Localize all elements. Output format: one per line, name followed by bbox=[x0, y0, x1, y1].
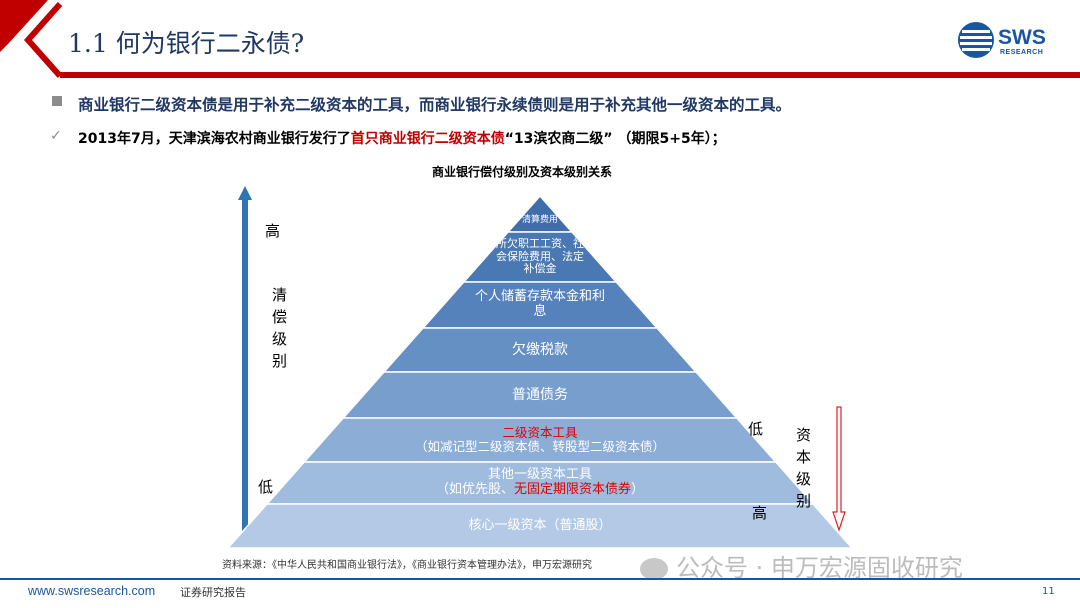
page-title: 1.1 何为银行二永债? bbox=[68, 29, 305, 58]
tier-highlight: 无固定期限资本债券 bbox=[513, 481, 631, 497]
left-axis-high: 高 bbox=[265, 222, 281, 240]
source-note: 资料来源：《中华人民共和国商业银行法》，《商业银行资本管理办法》，申万宏源研究 bbox=[222, 560, 592, 571]
page-number: 11 bbox=[1042, 586, 1055, 597]
bullet-2-post: “13滨农商二级” （期限5+5年）； bbox=[504, 131, 726, 147]
pyramid-tier-1-label: 清算费用 bbox=[510, 215, 570, 225]
right-axis-label-char: 级 bbox=[796, 470, 812, 488]
checkmark-icon: ✓ bbox=[50, 128, 62, 144]
left-axis-low: 低 bbox=[258, 478, 274, 496]
bullet-2: 2013年7月，天津滨海农村商业银行发行了首只商业银行二级资本债“13滨农商二级… bbox=[78, 128, 726, 148]
tier-line: 其他一级资本工具 bbox=[487, 467, 592, 483]
tier-line: 二级资本工具 bbox=[502, 424, 578, 440]
left-axis-label-char: 别 bbox=[272, 352, 288, 370]
header-band bbox=[0, 0, 1080, 78]
right-axis-label-char: 别 bbox=[796, 492, 812, 510]
right-axis-high: 高 bbox=[752, 504, 768, 522]
tier-line: 普通债务 bbox=[511, 386, 568, 403]
bullet-2-pre: 2013年7月，天津滨海农村商业银行发行了 bbox=[78, 131, 351, 147]
left-axis-label-char: 偿 bbox=[272, 308, 288, 326]
tier-line: 欠缴税款 bbox=[512, 341, 568, 358]
tier-line: 会保险费用、法定 bbox=[495, 249, 584, 263]
pyramid-tier-5-label: 普通债务 bbox=[353, 387, 727, 403]
tier-line: 补偿金 bbox=[523, 262, 557, 276]
tier-line: 个人储蓄存款本金和利 bbox=[474, 289, 605, 305]
diagram-title: 商业银行偿付级别及资本级别关系 bbox=[432, 165, 613, 179]
pyramid-tier-8-label: 核心一级资本（普通股） bbox=[238, 517, 842, 534]
left-axis-label-char: 清 bbox=[272, 286, 288, 304]
pyramid-tier-3-label: 个人储蓄存款本金和利息 bbox=[433, 289, 647, 320]
footer-divider bbox=[0, 578, 1080, 580]
tier-line: 息 bbox=[533, 303, 547, 319]
right-axis-label-char: 本 bbox=[796, 448, 812, 466]
logo-text: SWS bbox=[998, 26, 1046, 49]
right-axis-low: 低 bbox=[748, 420, 764, 438]
tier-line: 所欠职工工资、社 bbox=[495, 237, 584, 251]
footer-url-link[interactable]: www.swsresearch.com bbox=[28, 584, 156, 598]
right-axis-label: 资本级别 bbox=[796, 424, 814, 512]
right-axis-label-char: 资 bbox=[796, 426, 812, 444]
logo-subtext: RESEARCH bbox=[1000, 49, 1044, 56]
watermark-text: 公众号 · 申万宏源固收研究 bbox=[676, 554, 963, 582]
left-axis-arrow-icon bbox=[238, 186, 252, 540]
square-bullet-icon bbox=[52, 96, 62, 106]
wechat-icon bbox=[640, 558, 668, 580]
bullet-1: 商业银行二级资本债是用于补充二级资本的工具，而商业银行永续债则是用于补充其他一级… bbox=[78, 96, 792, 114]
footer-report-label: 证券研究报告 bbox=[180, 586, 246, 599]
tier-line: （如优先股、无固定期限资本债券） bbox=[435, 481, 645, 497]
pyramid-tier-6-label: 二级资本工具（如减记型二级资本债、转股型二级资本债） bbox=[314, 424, 766, 455]
tier-line: 核心一级资本（普通股） bbox=[468, 517, 612, 533]
tier-line: （如减记型二级资本债、转股型二级资本债） bbox=[414, 439, 665, 454]
right-axis-arrow-icon bbox=[832, 406, 846, 532]
watermark: 公众号 · 申万宏源固收研究 bbox=[640, 548, 963, 583]
capital-pyramid bbox=[226, 194, 854, 549]
pyramid-tier-7-label: 其他一级资本工具（如优先股、无固定期限资本债券） bbox=[277, 467, 803, 498]
sws-logo-icon bbox=[958, 22, 994, 58]
left-axis-label-char: 级 bbox=[272, 330, 288, 348]
tier-line: 清算费用 bbox=[521, 214, 558, 225]
pyramid-tier-4-label: 欠缴税款 bbox=[394, 342, 686, 358]
left-axis-label: 清偿级别 bbox=[272, 284, 290, 372]
pyramid-tier-8 bbox=[226, 503, 854, 549]
bullet-2-highlight: 首只商业银行二级资本债 bbox=[350, 131, 505, 147]
pyramid-tier-2-label: 所欠职工工资、社会保险费用、法定补偿金 bbox=[474, 237, 606, 276]
